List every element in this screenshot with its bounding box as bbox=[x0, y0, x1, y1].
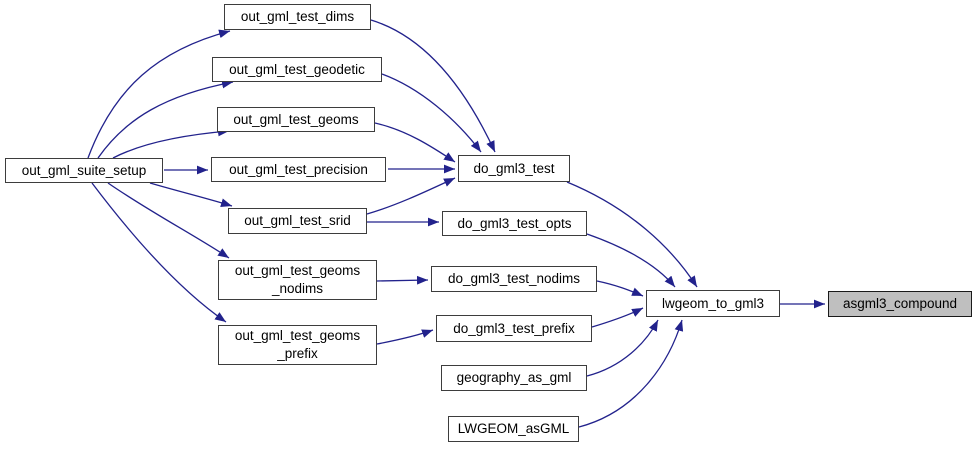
node-do_gml3_test[interactable]: do_gml3_test bbox=[458, 155, 570, 182]
node-label-line: out_gml_test_geoms bbox=[234, 328, 361, 344]
node-do_gml3_test_nodims[interactable]: do_gml3_test_nodims bbox=[431, 266, 597, 292]
node-lwgeom_to_gml3[interactable]: lwgeom_to_gml3 bbox=[646, 290, 780, 317]
node-out_gml_test_geoms_prefix[interactable]: out_gml_test_geoms _prefix bbox=[218, 325, 377, 365]
edge-suite-setup-to-test-dims bbox=[87, 29, 231, 159]
node-label-line: _nodims bbox=[271, 281, 324, 296]
edge-suite-setup-to-test-geodetic bbox=[97, 79, 234, 159]
edge-lwgeom-asgml-to-lwgeom bbox=[578, 319, 684, 428]
node-geography_as_gml[interactable]: geography_as_gml bbox=[441, 365, 587, 391]
edge-test-srid-to-do-gml3-test bbox=[366, 177, 456, 215]
node-do_gml3_test_prefix[interactable]: do_gml3_test_prefix bbox=[436, 315, 592, 342]
edge-suite-setup-to-geoms-prefix bbox=[91, 182, 227, 323]
node-out_gml_test_dims[interactable]: out_gml_test_dims bbox=[224, 4, 371, 30]
edge-suite-setup-to-test-geoms bbox=[112, 127, 230, 159]
edge-suite-setup-to-test-srid bbox=[149, 182, 233, 207]
node-LWGEOM_asGML[interactable]: LWGEOM_asGML bbox=[448, 416, 579, 442]
edge-do-test-prefix-to-lwgeom bbox=[591, 307, 644, 328]
node-out_gml_suite_setup[interactable]: out_gml_suite_setup bbox=[5, 158, 163, 183]
node-out_gml_test_geodetic[interactable]: out_gml_test_geodetic bbox=[212, 57, 382, 82]
node-label-line: _prefix bbox=[277, 346, 318, 361]
edge-geoms-prefix-to-do-test-prefix bbox=[376, 329, 434, 345]
node-do_gml3_test_opts[interactable]: do_gml3_test_opts bbox=[442, 211, 587, 236]
edge-test-geoms-to-do-gml3-test bbox=[374, 122, 456, 163]
edge-do-test-nodims-to-lwgeom bbox=[596, 280, 644, 297]
edge-geoms-nodims-to-do-test-nodims bbox=[376, 275, 429, 285]
edge-test-geodetic-to-do-gml3-test bbox=[381, 73, 482, 153]
edge-do-gml3-test-to-lwgeom bbox=[566, 181, 698, 288]
node-label-line: out_gml_test_geoms bbox=[234, 263, 361, 279]
node-out_gml_test_precision[interactable]: out_gml_test_precision bbox=[211, 157, 386, 182]
edge-do-test-opts-to-lwgeom bbox=[586, 233, 676, 288]
node-asgml3_compound: asgml3_compound bbox=[828, 291, 972, 317]
node-out_gml_test_srid[interactable]: out_gml_test_srid bbox=[228, 208, 367, 234]
edge-suite-setup-to-geoms-nodims bbox=[107, 182, 230, 259]
node-out_gml_test_geoms[interactable]: out_gml_test_geoms bbox=[217, 107, 375, 132]
edge-geography-as-gml-to-lwgeom bbox=[586, 319, 659, 377]
node-out_gml_test_geoms_nodims[interactable]: out_gml_test_geoms _nodims bbox=[218, 260, 377, 300]
edge-test-dims-to-do-gml3-test bbox=[370, 19, 496, 153]
